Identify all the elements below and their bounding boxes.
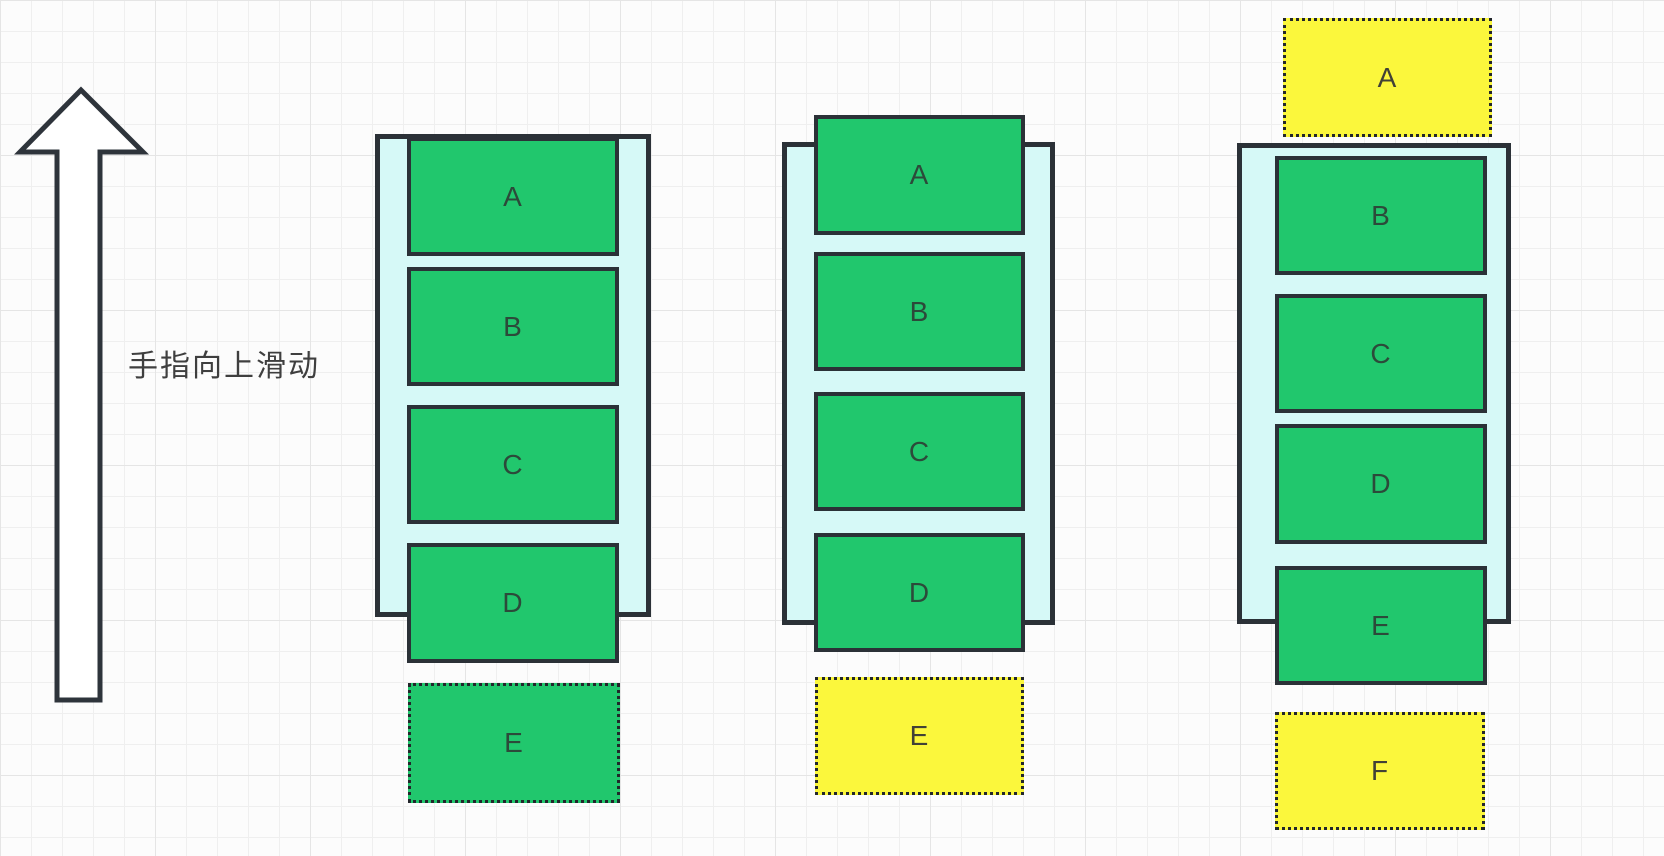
item-label: C (908, 435, 931, 467)
item-label: C (1370, 337, 1392, 369)
list-item: C (814, 392, 1025, 511)
list-item-recycled: E (815, 677, 1024, 795)
list-item-recycled: A (1283, 18, 1492, 137)
list-item-recycling: E (408, 683, 620, 803)
item-label: A (503, 180, 523, 212)
list-item: D (407, 543, 619, 663)
item-label: E (909, 720, 930, 751)
item-label: F (1370, 755, 1390, 786)
item-label: D (908, 576, 931, 608)
list-item: B (814, 252, 1025, 371)
item-label: E (1371, 609, 1391, 641)
list-item: E (1275, 566, 1487, 685)
list-item: B (407, 267, 619, 386)
list-item: A (814, 115, 1025, 235)
item-label: D (1370, 468, 1392, 499)
up-arrow-icon (14, 86, 150, 703)
list-item-recycled: F (1275, 712, 1485, 830)
list-item: D (1275, 424, 1487, 544)
list-item: B (1275, 156, 1487, 275)
list-item: D (814, 533, 1025, 652)
list-item: A (407, 137, 619, 256)
item-label: B (1371, 199, 1391, 231)
item-label: A (1377, 61, 1398, 93)
item-label: C (502, 448, 524, 480)
item-label: A (909, 159, 930, 190)
item-label: E (504, 727, 524, 758)
list-item: C (1275, 294, 1487, 413)
list-item: C (407, 405, 619, 524)
swipe-direction-label: 手指向上滑动 (128, 350, 320, 383)
item-label: D (502, 587, 524, 618)
item-label: B (503, 310, 523, 342)
item-label: B (909, 295, 930, 327)
